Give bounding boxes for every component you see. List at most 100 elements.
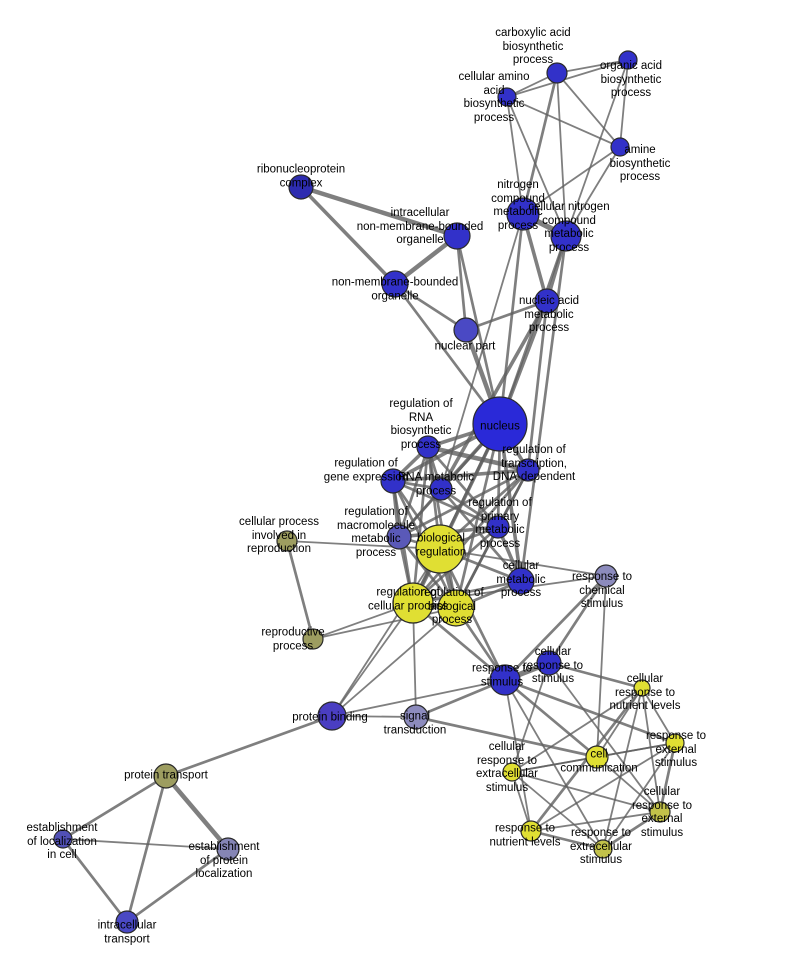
graph-edge: [556, 72, 621, 148]
graph-node-response-to-extracellular-stimulus[interactable]: [593, 839, 613, 859]
graph-edge: [556, 72, 567, 237]
graph-node-ribonucleoprotein-complex[interactable]: [288, 174, 314, 200]
graph-edge: [565, 146, 621, 237]
graph-node-cellular-amino-acid-biosynthetic-process[interactable]: [497, 87, 517, 107]
graph-edge: [312, 607, 457, 640]
graph-node-nucleic-acid-metabolic-process[interactable]: [534, 288, 560, 314]
graph-node-carboxylic-acid-biosynthetic-process[interactable]: [546, 62, 568, 84]
graph-edge: [331, 602, 414, 717]
graph-node-cellular-response-to-extracellular-stimulus[interactable]: [502, 762, 522, 782]
graph-node-intracellular-non-membrane-bounded-organelle[interactable]: [443, 222, 471, 250]
graph-node-cellular-response-to-stimulus[interactable]: [536, 650, 562, 676]
graph-edge: [565, 59, 629, 237]
graph-node-establishment-of-localization-in-cell[interactable]: [53, 829, 73, 849]
graph-edge: [511, 756, 598, 773]
graph-node-cellular-response-to-external-stimulus[interactable]: [649, 801, 671, 823]
graph-edge: [601, 810, 662, 851]
graph-node-amine-biosynthetic-process[interactable]: [610, 137, 630, 157]
graph-node-response-to-nutrient-levels[interactable]: [520, 820, 542, 842]
graph-edge: [547, 661, 644, 690]
graph-edge: [522, 146, 621, 215]
graph-edge: [506, 96, 567, 237]
graph-edge: [619, 59, 629, 148]
graph-edge: [285, 539, 315, 641]
graph-edge: [397, 445, 430, 539]
graph-node-reproductive-process[interactable]: [302, 628, 324, 650]
graph-node-regulation-of-primary-metabolic-process[interactable]: [486, 515, 510, 539]
graph-edge: [440, 213, 524, 490]
graph-edge: [498, 212, 525, 426]
graph-node-regulation-of-gene-expression[interactable]: [380, 468, 406, 494]
graph-edge: [519, 234, 568, 583]
graph-edge: [414, 678, 507, 719]
graph-edge: [602, 687, 643, 850]
graph-edge: [547, 574, 608, 665]
graph-edge: [602, 742, 676, 850]
graph-edge: [61, 837, 129, 924]
graph-node-regulation-of-cellular-process[interactable]: [392, 582, 434, 624]
graph-node-cell-communication[interactable]: [585, 745, 609, 769]
graph-edge: [163, 773, 231, 852]
graph-edge: [439, 487, 523, 583]
node-layer: [53, 50, 685, 934]
graph-edge: [62, 838, 229, 850]
graph-node-regulation-of-macromolecule-metabolic-process[interactable]: [386, 524, 412, 550]
graph-edge: [641, 687, 676, 744]
graph-node-protein-binding[interactable]: [317, 701, 347, 731]
graph-edge: [393, 282, 502, 426]
graph-node-non-membrane-bounded-organelle[interactable]: [381, 270, 409, 298]
graph-edge: [503, 574, 608, 682]
graph-edge: [426, 445, 500, 529]
graph-node-signal-transduction[interactable]: [403, 704, 429, 730]
graph-node-cellular-metabolic-process[interactable]: [507, 567, 535, 595]
graph-edge: [658, 741, 677, 814]
graph-edge: [331, 679, 506, 717]
graph-edge: [596, 575, 607, 758]
graph-edge: [529, 829, 605, 851]
graph-node-response-to-external-stimulus[interactable]: [665, 733, 685, 753]
graph-edge: [641, 687, 661, 813]
graph-edge: [391, 479, 500, 529]
graph-edge: [298, 184, 460, 239]
graph-node-protein-transport[interactable]: [153, 763, 179, 789]
graph-node-biological-regulation[interactable]: [415, 524, 465, 574]
graph-edge: [530, 811, 661, 832]
graph-edge: [596, 687, 643, 758]
graph-node-intracellular-transport[interactable]: [115, 910, 139, 934]
graph-edge: [506, 59, 629, 98]
graph-edge: [556, 59, 629, 74]
graph-edge: [164, 714, 334, 778]
edge-layer: [61, 59, 677, 924]
graph-node-cellular-nitrogen-compound-metabolic-process[interactable]: [550, 220, 582, 252]
graph-node-regulation-of-biological-process[interactable]: [437, 589, 475, 627]
graph-node-regulation-of-transcription-dna-dependent[interactable]: [516, 458, 540, 482]
graph-edge: [530, 742, 676, 832]
graph-node-rna-metabolic-process[interactable]: [429, 477, 453, 501]
graph-node-cellular-process-involved-in-reproduction[interactable]: [276, 530, 298, 552]
graph-edge: [464, 299, 549, 332]
graph-node-cellular-response-to-nutrient-levels[interactable]: [633, 679, 651, 697]
graph-node-response-to-stimulus[interactable]: [489, 664, 521, 696]
graph-edge: [439, 299, 549, 491]
graph-edge: [439, 548, 607, 577]
graph-node-nucleus[interactable]: [472, 396, 528, 452]
graph-node-regulation-of-rna-biosynthetic-process[interactable]: [416, 435, 440, 459]
graph-edge: [331, 548, 441, 717]
graph-edge: [425, 444, 531, 473]
graph-edge: [393, 282, 468, 332]
graph-edge: [521, 71, 559, 216]
graph-edge: [503, 678, 599, 759]
graph-edge: [391, 468, 530, 483]
graph-edge: [506, 96, 524, 215]
graph-edge: [511, 771, 661, 813]
graph-edge: [511, 687, 643, 773]
graph-node-response-to-chemical-stimulus[interactable]: [594, 564, 618, 588]
graph-edge: [526, 299, 549, 472]
graph-node-organic-acid-biosynthetic-process[interactable]: [618, 50, 638, 70]
graph-edge: [414, 715, 599, 759]
graph-node-nitrogen-compound-metabolic-process[interactable]: [506, 197, 540, 231]
graph-edge: [286, 540, 441, 550]
graph-node-establishment-of-protein-localization[interactable]: [216, 837, 240, 861]
graph-node-nuclear-part[interactable]: [453, 317, 479, 343]
